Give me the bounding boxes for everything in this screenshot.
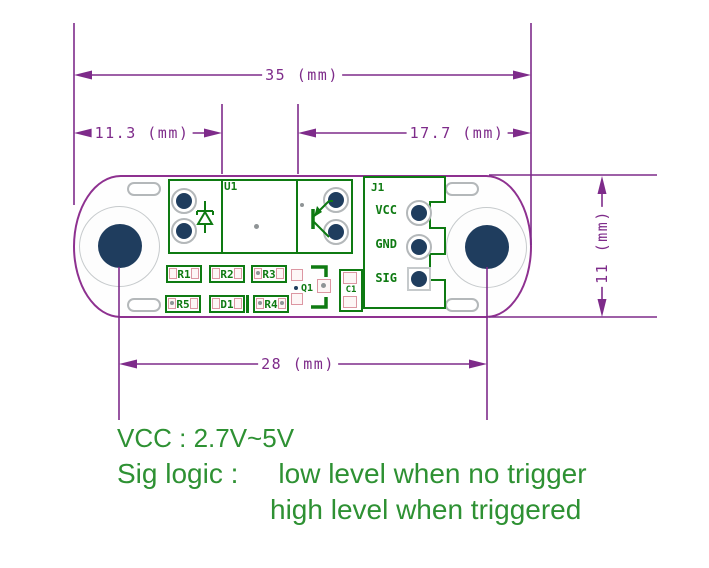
corner-slot-pad-top-left bbox=[127, 182, 161, 196]
emitter-pad-top bbox=[171, 188, 197, 214]
gnd-pad-hole bbox=[411, 239, 427, 255]
mounting-hole-right bbox=[465, 225, 509, 269]
mounting-hole-left bbox=[98, 224, 142, 268]
d1-cathode-bar bbox=[246, 295, 249, 313]
dimension-arrowheads bbox=[74, 70, 607, 369]
r4-dot-left bbox=[258, 301, 262, 305]
dim-label-board-height: 11 (mm) bbox=[593, 207, 611, 287]
u1-label: U1 bbox=[224, 180, 238, 193]
dim-label-left-section: 11.3 (mm) bbox=[91, 124, 193, 142]
r3-label: R3 bbox=[262, 268, 276, 281]
receiver-pad-bottom-hole bbox=[328, 224, 344, 240]
capacitor-c1: C1 bbox=[339, 269, 363, 312]
vcc-pad-hole bbox=[411, 205, 427, 221]
diode-d1: D1 bbox=[209, 295, 245, 313]
pin-label-sig: SIG bbox=[375, 271, 397, 285]
receiver-pad-top-hole bbox=[328, 192, 344, 208]
u1-divider-left bbox=[221, 181, 223, 252]
resistor-r4: R4 bbox=[253, 295, 289, 313]
d1-pad-left bbox=[212, 298, 220, 309]
gnd-pad bbox=[406, 234, 432, 260]
note-sig-logic: Sig logic : low level when no trigger bbox=[117, 458, 587, 490]
u1-center-dot bbox=[254, 224, 259, 229]
receiver-pad-top bbox=[323, 187, 349, 213]
c1-label: C1 bbox=[345, 285, 357, 295]
emitter-pad-top-hole bbox=[176, 193, 192, 209]
q1-outline-brackets bbox=[311, 265, 328, 309]
r2-pad-left bbox=[212, 268, 220, 279]
note-sig-logic-low: low level when no trigger bbox=[278, 458, 587, 489]
ir-emitter-diode-icon bbox=[196, 201, 214, 233]
dim-label-right-section: 17.7 (mm) bbox=[406, 124, 508, 142]
emitter-pad-bottom bbox=[171, 218, 197, 244]
note-sig-logic-prefix: Sig logic : bbox=[117, 458, 239, 489]
resistor-r5: R5 bbox=[165, 295, 201, 313]
d1-pad-right bbox=[234, 298, 242, 309]
note-sig-logic-high: high level when triggered bbox=[270, 494, 582, 525]
q1-pad-bottom bbox=[291, 293, 303, 305]
dim-label-total-width: 35 (mm) bbox=[262, 66, 342, 84]
pin-label-gnd: GND bbox=[375, 237, 397, 251]
u1-divider-right bbox=[296, 181, 298, 252]
q1-label: Q1 bbox=[301, 283, 314, 294]
vcc-pad bbox=[406, 200, 432, 226]
sig-pad-square bbox=[407, 267, 431, 291]
r4-label: R4 bbox=[264, 298, 278, 311]
r1-pad-left bbox=[169, 268, 177, 279]
r3-dot bbox=[256, 271, 260, 275]
r5-pad-right bbox=[190, 298, 198, 309]
r2-pad-right bbox=[234, 268, 242, 279]
c1-pad-top bbox=[343, 272, 357, 284]
emitter-pad-bottom-hole bbox=[176, 223, 192, 239]
q1-navy-dot bbox=[294, 286, 298, 290]
sig-pad-hole bbox=[411, 271, 427, 287]
resistor-r3: R3 bbox=[251, 265, 287, 283]
q1-pad-right-dot bbox=[321, 283, 326, 288]
q1-pad-top bbox=[291, 269, 303, 281]
c1-pad-bottom bbox=[343, 296, 357, 308]
pin-label-vcc: VCC bbox=[375, 203, 397, 217]
r2-label: R2 bbox=[220, 268, 234, 281]
resistor-r1: R1 bbox=[166, 265, 202, 283]
note-vcc-range: VCC : 2.7V~5V bbox=[117, 423, 295, 453]
j1-label: J1 bbox=[371, 181, 385, 194]
r1-label: R1 bbox=[177, 268, 191, 281]
r5-dot bbox=[170, 301, 174, 305]
d1-label: D1 bbox=[220, 298, 234, 311]
r4-dot-right bbox=[280, 301, 284, 305]
corner-slot-pad-bottom-left bbox=[127, 298, 161, 312]
phototransistor-arrow bbox=[314, 206, 322, 217]
dim-label-hole-spacing: 28 (mm) bbox=[258, 355, 338, 373]
phototransistor-icon bbox=[311, 200, 333, 238]
u1-sensor-block bbox=[168, 179, 353, 254]
r1-pad-right bbox=[191, 268, 199, 279]
resistor-r2: R2 bbox=[209, 265, 245, 283]
q1-pad-right bbox=[317, 279, 331, 293]
r5-label: R5 bbox=[176, 298, 190, 311]
r3-pad-right bbox=[276, 268, 284, 279]
u1-right-dot bbox=[300, 203, 304, 207]
